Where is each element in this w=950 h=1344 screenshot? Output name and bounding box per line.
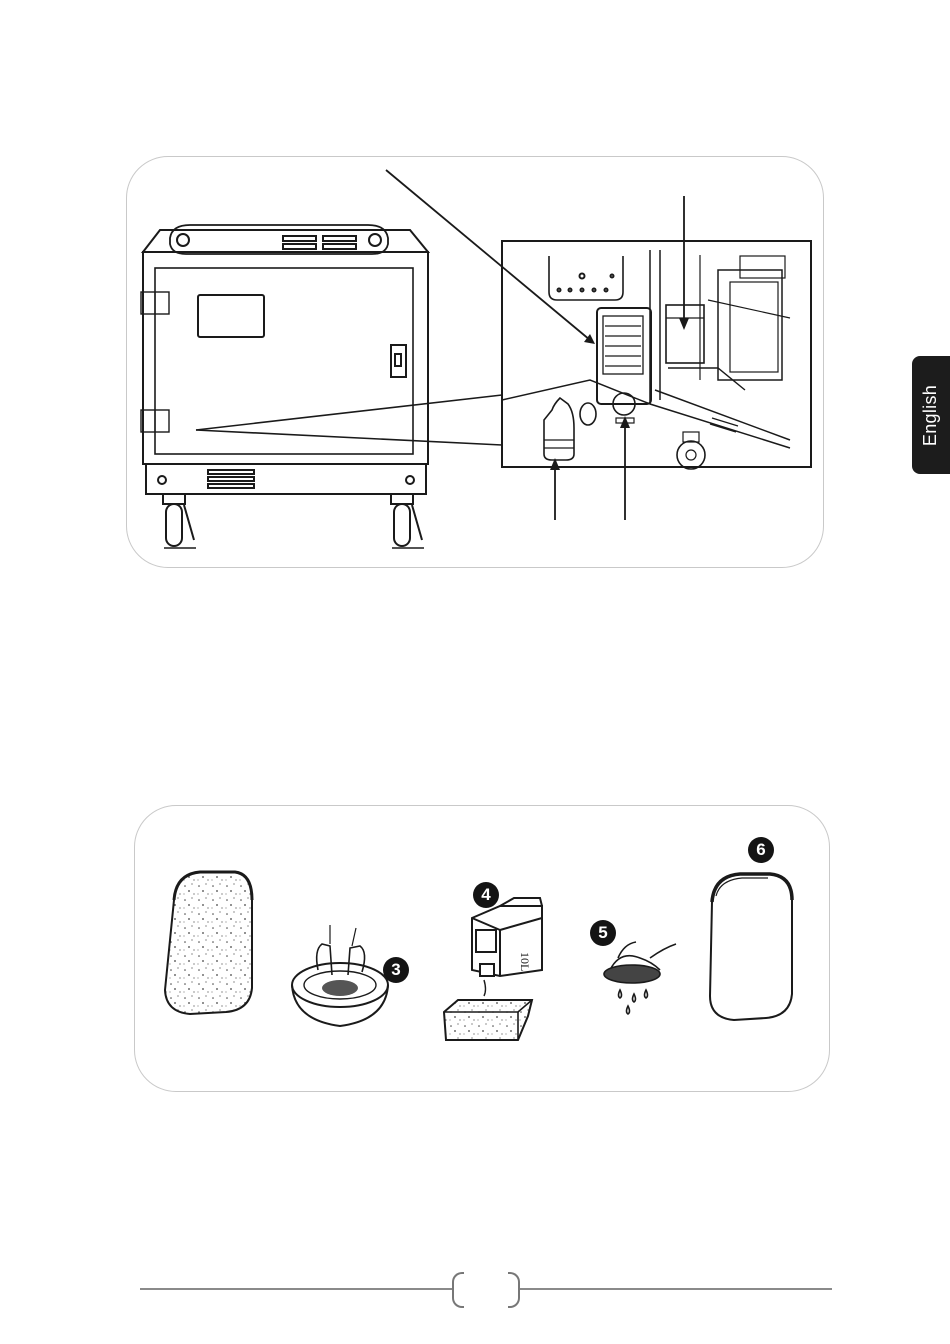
step-badge-5: 5 (590, 920, 616, 946)
step-badge-3: 3 (383, 957, 409, 983)
container-volume-label: 10L (518, 952, 532, 971)
clean-filter-illustration (710, 874, 792, 1020)
step-badge-4: 4 (473, 882, 499, 908)
squeeze-illustration (604, 942, 676, 1014)
page-number (452, 1272, 520, 1304)
language-tab: English (912, 356, 950, 474)
washing-basin-illustration (292, 925, 388, 1026)
dirty-filter-illustration (165, 872, 252, 1014)
language-tab-label: English (921, 384, 942, 445)
footer-rule-left (140, 1288, 452, 1290)
sponge-illustration (444, 1000, 532, 1040)
detergent-container-illustration (472, 898, 542, 996)
footer-rule-right (520, 1288, 832, 1290)
step-badge-6: 6 (748, 837, 774, 863)
